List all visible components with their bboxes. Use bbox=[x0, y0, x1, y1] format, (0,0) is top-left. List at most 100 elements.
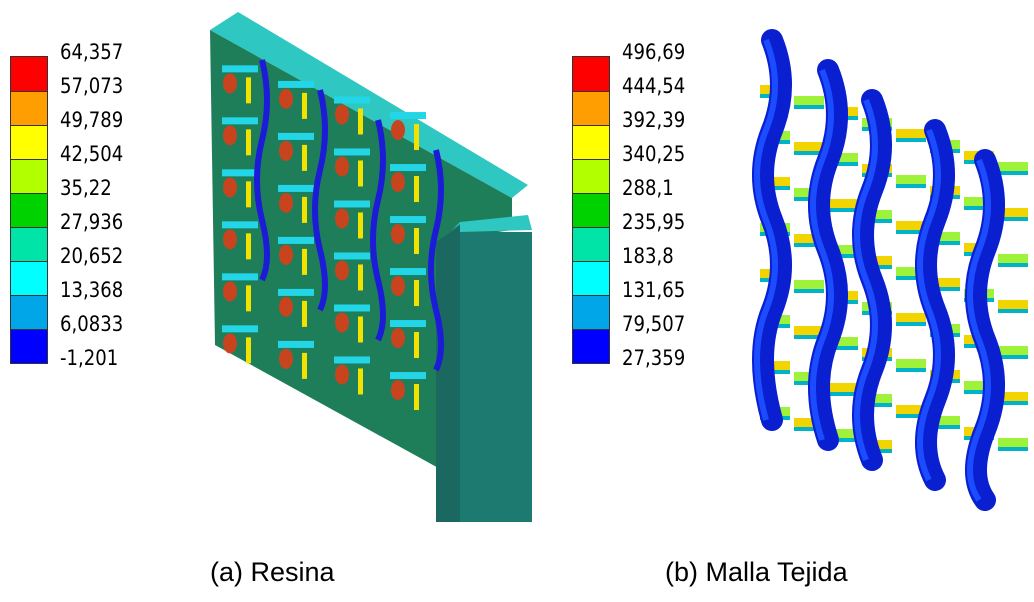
resin-top-face bbox=[210, 12, 528, 198]
resin-stress-spot bbox=[391, 380, 405, 401]
legend-swatch bbox=[11, 227, 47, 261]
resin-stress-spot bbox=[391, 172, 405, 193]
mesh-weft-segment bbox=[998, 401, 1028, 405]
legend-swatch bbox=[11, 57, 47, 91]
mesh-weft-segment bbox=[862, 219, 892, 223]
mesh-weft-segment bbox=[828, 199, 858, 208]
legend-swatch bbox=[573, 159, 609, 193]
resin-stress-spot bbox=[391, 224, 405, 245]
mesh-weft-segment bbox=[896, 405, 926, 414]
mesh-weft-segment bbox=[794, 96, 824, 105]
resin-stress-spot bbox=[358, 316, 363, 343]
resin-fiber-strip bbox=[278, 288, 314, 296]
resin-fiber-pattern bbox=[222, 59, 444, 411]
resin-stress-spot bbox=[414, 332, 419, 359]
mesh-weft-segment bbox=[794, 335, 824, 339]
resin-fiber-strip bbox=[278, 80, 314, 88]
resin-stress-spot bbox=[223, 125, 237, 146]
resin-stress-spot bbox=[335, 208, 349, 229]
mesh-weft-segment bbox=[794, 151, 824, 155]
resin-fiber-strip bbox=[334, 304, 370, 312]
resin-stress-spot bbox=[223, 229, 237, 250]
resin-fiber-strip bbox=[334, 96, 370, 104]
resin-fiber-strip bbox=[390, 164, 426, 172]
legend-swatch bbox=[11, 91, 47, 125]
resin-stress-spot bbox=[246, 181, 251, 208]
resin-right-slab-side bbox=[436, 226, 460, 522]
mesh-weft-segment bbox=[930, 425, 960, 429]
legend-swatch bbox=[573, 295, 609, 329]
legend-label: 27,359 bbox=[622, 346, 686, 370]
resin-channel bbox=[428, 149, 444, 372]
resin-stress-spot bbox=[279, 296, 293, 317]
mesh-warp-yarn bbox=[810, 68, 834, 441]
legend-label: 13,368 bbox=[60, 278, 124, 302]
mesh-weft-segment bbox=[896, 267, 926, 276]
resin-stress-spot bbox=[358, 160, 363, 187]
caption-malla: (b) Malla Tejida bbox=[665, 557, 848, 587]
mesh-weft-segment bbox=[828, 383, 858, 392]
resin-stress-spot bbox=[246, 129, 251, 156]
resin-stress-spot bbox=[223, 177, 237, 198]
resin-fiber-strip bbox=[278, 132, 314, 140]
mesh-weft-segment bbox=[930, 416, 960, 425]
resin-fiber-strip bbox=[390, 268, 426, 276]
mesh-weft-segment bbox=[794, 289, 824, 293]
mesh-weft-segment bbox=[760, 177, 790, 186]
mesh-weft-segment bbox=[794, 105, 824, 109]
resin-stress-spot bbox=[358, 264, 363, 291]
mesh-weft-segment bbox=[862, 210, 892, 219]
legend-label: 6,0833 bbox=[60, 312, 124, 336]
resin-fiber-strip bbox=[334, 200, 370, 208]
resin-stress-spot bbox=[246, 77, 251, 104]
resin-stress-spot bbox=[279, 192, 293, 213]
legend-swatch bbox=[573, 57, 609, 91]
mesh-warp-yarn bbox=[917, 128, 941, 482]
mesh-weft-segment bbox=[794, 243, 824, 247]
resin-stress-spot bbox=[391, 328, 405, 349]
resin-fiber-strip bbox=[334, 148, 370, 156]
mesh-weft-segment bbox=[794, 427, 824, 431]
mesh-weft-segment bbox=[998, 392, 1028, 401]
resin-stress-spot bbox=[223, 73, 237, 94]
mesh-weft-segment bbox=[998, 346, 1028, 355]
resin-fiber-strip bbox=[390, 372, 426, 380]
legend-swatch bbox=[11, 193, 47, 227]
resin-stress-spot bbox=[335, 260, 349, 281]
resin-channel bbox=[312, 89, 328, 312]
mesh-warp-yarn bbox=[967, 158, 991, 502]
mesh-weft-segment bbox=[794, 234, 824, 243]
resin-fiber-strip bbox=[222, 221, 258, 229]
mesh-weft-segment bbox=[998, 171, 1028, 175]
mesh-weft-segment bbox=[794, 280, 824, 289]
legend-swatch bbox=[11, 125, 47, 159]
resin-fiber-strip bbox=[278, 236, 314, 244]
caption-resina: (a) Resina bbox=[210, 557, 335, 587]
mesh-weft-segment bbox=[828, 208, 858, 212]
mesh-weft-segment bbox=[930, 287, 960, 291]
mesh-weft-segment bbox=[828, 162, 858, 166]
legend-label: 20,652 bbox=[60, 244, 124, 268]
legend-label: -1,201 bbox=[60, 346, 119, 370]
mesh-weft-segment bbox=[896, 221, 926, 230]
mesh-weft-segment bbox=[794, 418, 824, 427]
mesh-weft-segment bbox=[998, 254, 1028, 263]
legend-colorbar bbox=[10, 56, 48, 364]
mesh-weft-segment bbox=[998, 438, 1028, 447]
resin-channel bbox=[254, 59, 270, 282]
legend-swatch bbox=[573, 227, 609, 261]
mesh-warp-yarn bbox=[808, 59, 848, 451]
legend-swatch bbox=[573, 125, 609, 159]
mesh-weft-segment bbox=[896, 230, 926, 234]
mesh-weft-segment bbox=[828, 153, 858, 162]
mesh-weft-segment bbox=[896, 184, 926, 188]
resin-stress-spot bbox=[279, 88, 293, 109]
resin-stress-spot bbox=[414, 176, 419, 203]
mesh-weft-segment bbox=[828, 438, 858, 442]
mesh-weft-segment bbox=[760, 361, 790, 370]
mesh-weft-segment bbox=[998, 300, 1028, 309]
legend-swatch bbox=[573, 91, 609, 125]
mesh-weft-segment bbox=[998, 162, 1028, 171]
legend-label: 183,8 bbox=[622, 244, 674, 268]
